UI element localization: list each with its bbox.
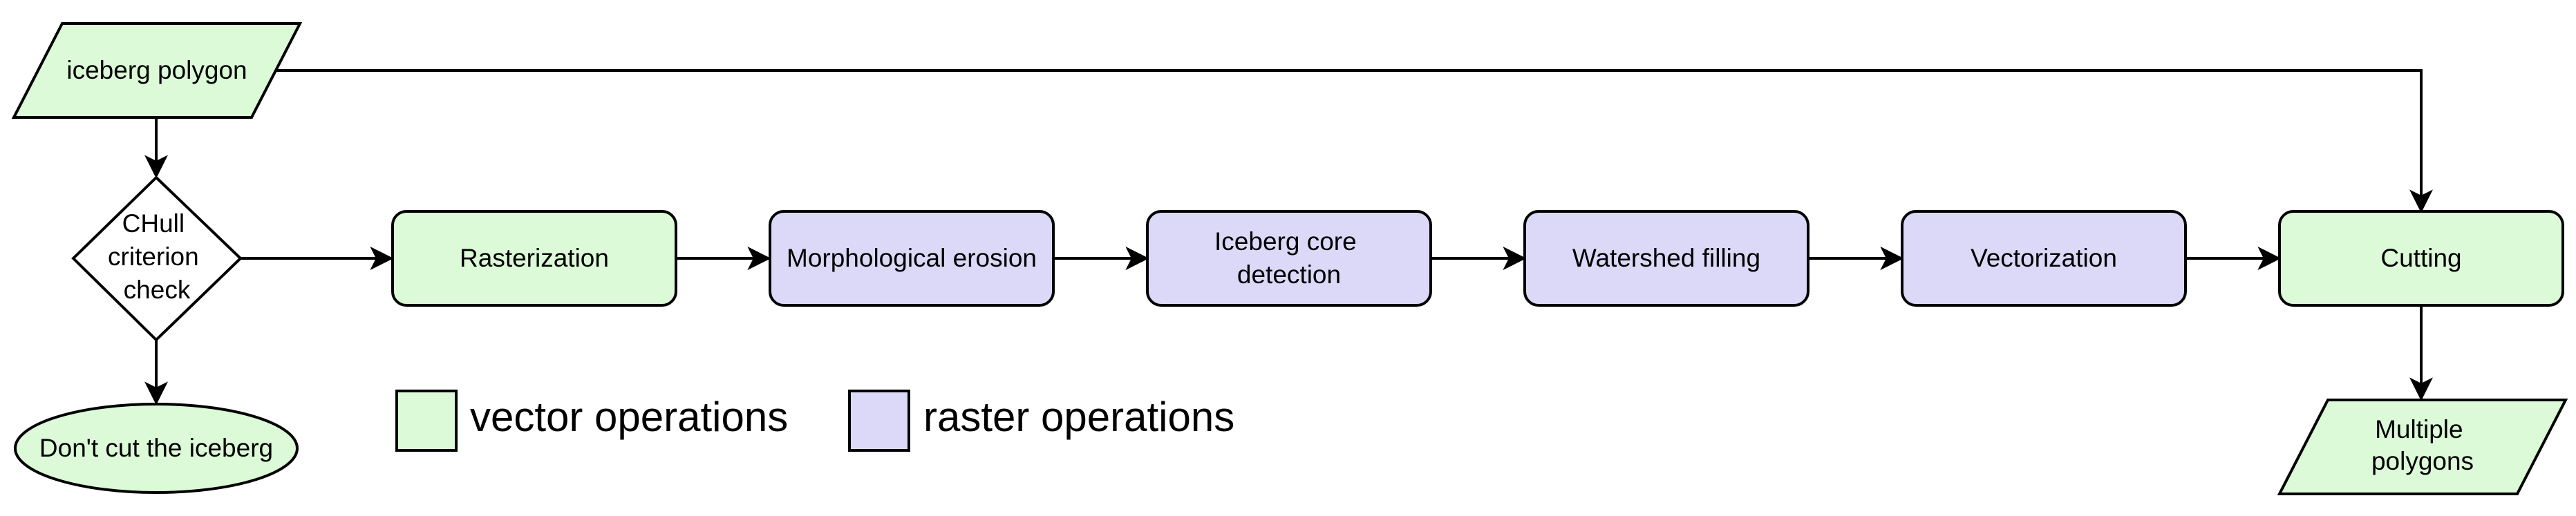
node-cutting-label: Cutting [2380, 244, 2461, 272]
node-iceberg-polygon-shape [11, 22, 303, 119]
node-rasterization-label: Rasterization [460, 244, 609, 272]
legend-raster-label: raster operations [923, 394, 1234, 440]
legend-vector-label: vector operations [470, 394, 788, 440]
legend-vector-swatch [395, 390, 458, 452]
node-dont-cut-shape [14, 403, 299, 494]
node-morphological-erosion-label: Morphological erosion [787, 244, 1037, 272]
node-watershed-filling: Watershed filling [1523, 210, 1809, 307]
node-morphological-erosion: Morphological erosion [769, 210, 1055, 307]
node-chull-check-label: CHull criterion check [108, 209, 206, 304]
nodes: iceberg polygon CHull criterion check Do… [11, 22, 2568, 495]
node-cutting: Cutting [2278, 210, 2564, 307]
edges [144, 69, 2433, 405]
node-dont-cut: Don't cut the iceberg [14, 403, 299, 494]
node-watershed-filling-label: Watershed filling [1572, 244, 1760, 272]
node-chull-check-shape [71, 175, 243, 342]
node-watershed-filling-shape [1523, 210, 1809, 307]
node-rasterization: Rasterization [391, 210, 677, 307]
edge-input-to-cutting [272, 69, 2433, 213]
node-multiple-polygons-shape [2277, 399, 2568, 495]
node-vectorization-shape [1901, 210, 2187, 307]
node-rasterization-shape [391, 210, 677, 307]
node-iceberg-core-detection-label: Iceberg core detection [1214, 227, 1364, 289]
node-morphological-erosion-shape [769, 210, 1055, 307]
node-iceberg-polygon-label: iceberg polygon [66, 56, 247, 84]
node-multiple-polygons-label: Multiple polygons [2371, 415, 2474, 475]
node-vectorization: Vectorization [1901, 210, 2187, 307]
node-vectorization-label: Vectorization [1971, 244, 2117, 272]
node-multiple-polygons: Multiple polygons [2277, 399, 2568, 495]
node-chull-check: CHull criterion check [71, 175, 243, 342]
node-iceberg-core-detection-shape [1146, 210, 1432, 307]
legend-raster-swatch [848, 390, 910, 452]
node-iceberg-polygon: iceberg polygon [11, 22, 303, 119]
node-dont-cut-label: Don't cut the iceberg [39, 434, 273, 462]
legend: vector operations raster operations [395, 390, 1234, 452]
node-iceberg-core-detection: Iceberg core detection [1146, 210, 1432, 307]
node-cutting-shape [2278, 210, 2564, 307]
